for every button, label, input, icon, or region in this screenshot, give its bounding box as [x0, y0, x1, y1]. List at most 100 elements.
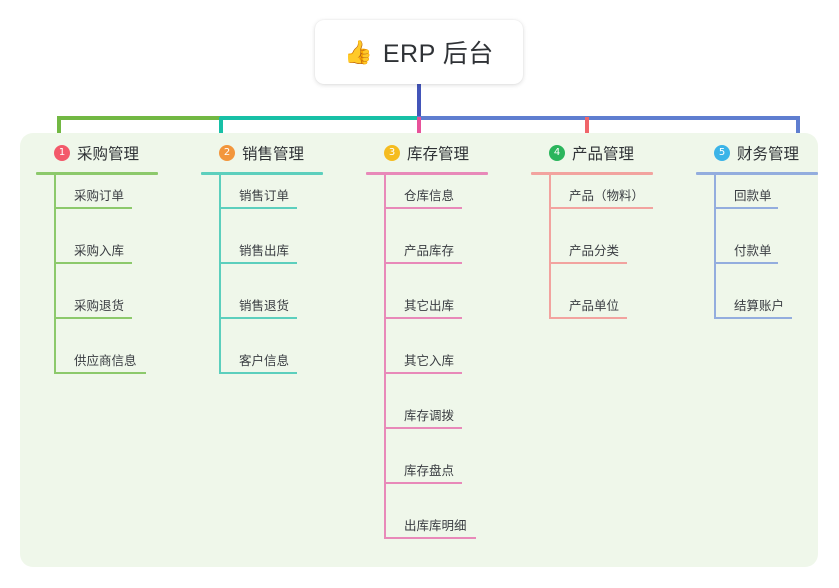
- branch-column-5: 5 财务管理回款单付款单结算账户: [696, 140, 818, 340]
- leaf-item-label: 出库库明细: [404, 519, 467, 533]
- branch-spine-4: [549, 175, 551, 318]
- branch-spine-5: [714, 175, 716, 318]
- leaf-item-label: 库存调拨: [404, 409, 455, 423]
- leaf-item[interactable]: 采购入库: [36, 230, 158, 285]
- leaf-item-rule: [714, 317, 792, 319]
- branch-title-2: 销售管理: [242, 146, 305, 163]
- branch-spine-1: [54, 175, 56, 373]
- leaf-item-rule: [384, 372, 462, 374]
- branch-column-3: 3 库存管理仓库信息产品库存其它出库其它入库库存调拨库存盘点出库库明细: [366, 140, 488, 560]
- branch-badge-4: 4: [549, 145, 565, 161]
- root-node[interactable]: 👍 ERP 后台: [315, 20, 523, 84]
- branch-title-1: 采购管理: [77, 146, 140, 163]
- leaf-item-label: 结算账户: [734, 299, 785, 313]
- leaf-item-rule: [549, 207, 653, 209]
- leaf-item[interactable]: 库存调拨: [366, 395, 488, 450]
- thumbs-up-icon: 👍: [344, 38, 373, 65]
- leaf-item[interactable]: 产品单位: [531, 285, 653, 340]
- leaf-item-rule: [384, 262, 462, 264]
- leaf-item-rule: [384, 482, 462, 484]
- leaf-item-rule: [714, 262, 778, 264]
- branch-rule-3: [366, 172, 488, 175]
- branch-rule-4: [531, 172, 653, 175]
- leaf-item[interactable]: 销售订单: [201, 175, 323, 230]
- leaf-item-label: 销售退货: [239, 299, 290, 313]
- leaf-item[interactable]: 销售退货: [201, 285, 323, 340]
- leaf-item-rule: [384, 317, 462, 319]
- leaf-item[interactable]: 销售出库: [201, 230, 323, 285]
- branch-items-5: 回款单付款单结算账户: [696, 175, 818, 340]
- diagram-panel: [20, 133, 818, 567]
- leaf-item-rule: [54, 207, 132, 209]
- branch-rule-5: [696, 172, 818, 175]
- leaf-item[interactable]: 结算账户: [696, 285, 818, 340]
- branch-header-1[interactable]: 1 采购管理: [36, 140, 158, 166]
- leaf-item[interactable]: 回款单: [696, 175, 818, 230]
- branch-items-1: 采购订单采购入库采购退货供应商信息: [36, 175, 158, 395]
- leaf-item[interactable]: 客户信息: [201, 340, 323, 395]
- leaf-item[interactable]: 其它入库: [366, 340, 488, 395]
- branch-badge-3: 3: [384, 145, 400, 161]
- leaf-item[interactable]: 库存盘点: [366, 450, 488, 505]
- leaf-item[interactable]: 产品库存: [366, 230, 488, 285]
- leaf-item-rule: [54, 317, 132, 319]
- leaf-item-label: 销售出库: [239, 244, 290, 258]
- leaf-item-rule: [219, 317, 297, 319]
- branch-header-4[interactable]: 4 产品管理: [531, 140, 653, 166]
- leaf-item[interactable]: 采购订单: [36, 175, 158, 230]
- leaf-item-rule: [714, 207, 778, 209]
- leaf-item-label: 付款单: [734, 244, 772, 258]
- branch-column-2: 2 销售管理销售订单销售出库销售退货客户信息: [201, 140, 323, 395]
- leaf-item-rule: [54, 372, 146, 374]
- leaf-item[interactable]: 产品分类: [531, 230, 653, 285]
- leaf-item[interactable]: 供应商信息: [36, 340, 158, 395]
- branch-items-3: 仓库信息产品库存其它出库其它入库库存调拨库存盘点出库库明细: [366, 175, 488, 560]
- branch-header-3[interactable]: 3 库存管理: [366, 140, 488, 166]
- leaf-item-label: 采购订单: [74, 189, 125, 203]
- branch-title-5: 财务管理: [737, 146, 800, 163]
- leaf-item-rule: [219, 207, 297, 209]
- leaf-item-rule: [549, 262, 627, 264]
- branch-title-3: 库存管理: [407, 146, 470, 163]
- branch-spine-2: [219, 175, 221, 373]
- branch-badge-5: 5: [714, 145, 730, 161]
- leaf-item-rule: [54, 262, 132, 264]
- leaf-item[interactable]: 付款单: [696, 230, 818, 285]
- leaf-item-rule: [219, 262, 297, 264]
- leaf-item-label: 供应商信息: [74, 354, 137, 368]
- leaf-item-label: 采购入库: [74, 244, 125, 258]
- root-node-title: ERP 后台: [382, 40, 494, 68]
- leaf-item-label: 产品（物料）: [569, 189, 645, 203]
- branch-badge-1: 1: [54, 145, 70, 161]
- leaf-item-label: 客户信息: [239, 354, 290, 368]
- leaf-item[interactable]: 出库库明细: [366, 505, 488, 560]
- leaf-item-label: 库存盘点: [404, 464, 455, 478]
- leaf-item-rule: [219, 372, 297, 374]
- leaf-item-label: 回款单: [734, 189, 772, 203]
- leaf-item[interactable]: 产品（物料）: [531, 175, 653, 230]
- leaf-item[interactable]: 其它出库: [366, 285, 488, 340]
- leaf-item-rule: [384, 537, 476, 539]
- branch-header-2[interactable]: 2 销售管理: [201, 140, 323, 166]
- branch-column-1: 1 采购管理采购订单采购入库采购退货供应商信息: [36, 140, 158, 395]
- leaf-item-label: 其它出库: [404, 299, 455, 313]
- leaf-item-label: 产品单位: [569, 299, 620, 313]
- branch-spine-3: [384, 175, 386, 538]
- leaf-item-label: 其它入库: [404, 354, 455, 368]
- branch-header-5[interactable]: 5 财务管理: [696, 140, 818, 166]
- branch-title-4: 产品管理: [572, 146, 635, 163]
- branch-rule-1: [36, 172, 158, 175]
- branch-column-4: 4 产品管理产品（物料） 产品分类产品单位: [531, 140, 653, 340]
- leaf-item-rule: [384, 427, 462, 429]
- leaf-item[interactable]: 采购退货: [36, 285, 158, 340]
- leaf-item[interactable]: 仓库信息: [366, 175, 488, 230]
- leaf-item-label: 销售订单: [239, 189, 290, 203]
- branch-items-2: 销售订单销售出库销售退货客户信息: [201, 175, 323, 395]
- branch-items-4: 产品（物料） 产品分类产品单位: [531, 175, 653, 340]
- leaf-item-rule: [384, 207, 462, 209]
- branch-rule-2: [201, 172, 323, 175]
- leaf-item-rule: [549, 317, 627, 319]
- leaf-item-label: 产品分类: [569, 244, 620, 258]
- leaf-item-label: 产品库存: [404, 244, 455, 258]
- branch-badge-2: 2: [219, 145, 235, 161]
